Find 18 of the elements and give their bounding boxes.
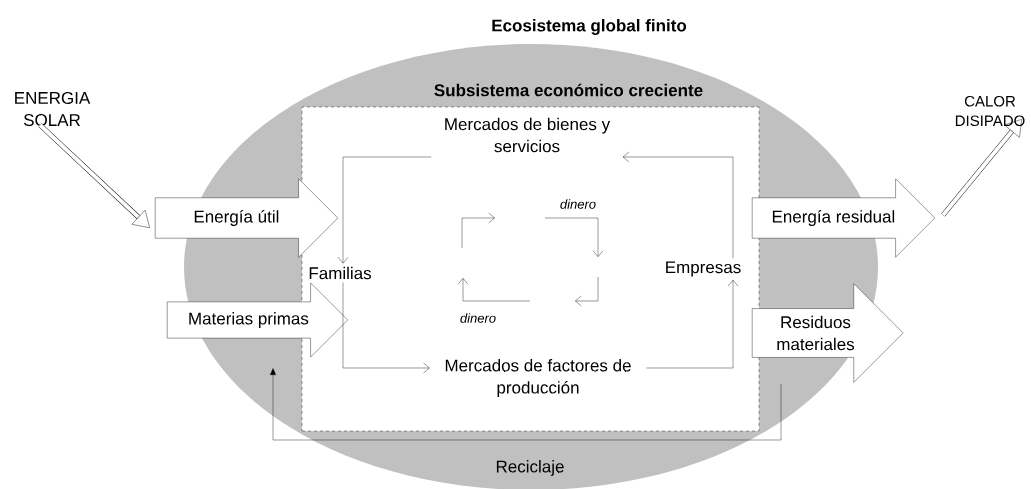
edge-label: Reciclaje [496,460,564,476]
arrow [337,156,432,264]
node-label: Mercados de factores de producción [445,359,631,397]
flow-label: dinero [560,199,596,209]
heading: Ecosistema global finito [492,19,687,35]
arrow [38,123,150,228]
arrow [622,151,734,259]
node-label: Empresas [666,261,741,277]
arrow [270,368,782,441]
arrow [646,279,739,369]
flow-label: dinero [460,313,496,323]
node-label: Familias [309,266,372,280]
node-label: CALOR DISIPADO [955,95,1025,127]
heading: Subsistema económico creciente [434,83,703,97]
arrow [941,119,1022,217]
node-label: Mercados de bienes y servicios [445,117,611,153]
arrow [342,282,430,374]
node-label: ENERGIA SOLAR [15,91,91,127]
